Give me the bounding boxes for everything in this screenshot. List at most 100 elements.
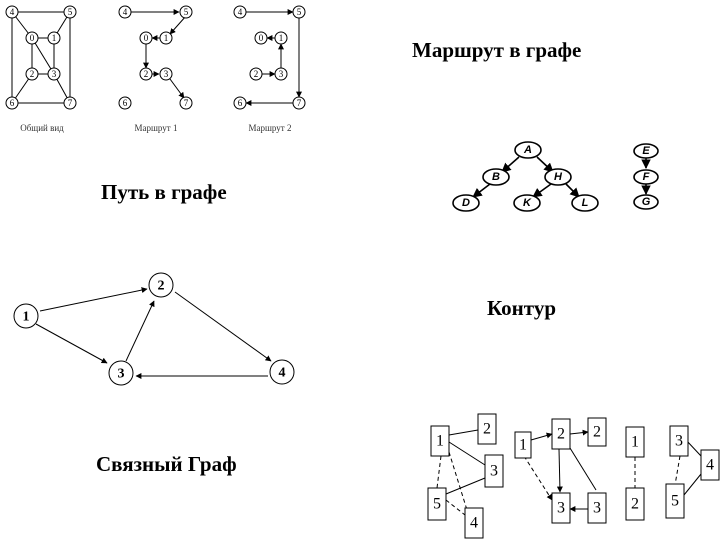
graph-node: 2 (25, 67, 39, 81)
tree-node: E (633, 143, 659, 159)
graph-node: 7 (292, 96, 306, 110)
graph-box: 5 (427, 487, 447, 521)
graph-node: 0 (254, 31, 268, 45)
graph-box: 3 (587, 492, 607, 524)
graph-node: 7 (179, 96, 193, 110)
caption-general: Общий вид (20, 123, 64, 133)
svg-text:2: 2 (483, 421, 491, 438)
graph-node: 6 (5, 96, 19, 110)
tree-node: D (452, 194, 480, 212)
graph-node: 3 (159, 67, 173, 81)
graph-node: 4 (5, 5, 19, 19)
svg-text:7: 7 (68, 98, 73, 108)
svg-text:F: F (643, 171, 650, 183)
svg-text:4: 4 (10, 7, 15, 17)
svg-text:3: 3 (593, 500, 601, 517)
tree-node: L (571, 194, 599, 212)
svg-text:D: D (462, 197, 470, 209)
small-graph-general (11, 11, 71, 104)
graph-node: 5 (292, 5, 306, 19)
graph-box: 2 (477, 413, 497, 445)
graph-box: 2 (551, 418, 571, 450)
svg-text:5: 5 (433, 496, 441, 513)
svg-text:5: 5 (297, 7, 302, 17)
box-group-2: 1 2 2 3 3 (514, 417, 607, 524)
graph-node: 4 (233, 5, 247, 19)
graph-node: 2 (249, 67, 263, 81)
graph-node: 6 (233, 96, 247, 110)
small-graph-route2-nodes: 4 5 0 1 2 3 6 7 (233, 5, 306, 110)
svg-text:5: 5 (184, 7, 189, 17)
svg-text:3: 3 (675, 433, 683, 450)
svg-text:3: 3 (118, 367, 125, 382)
graph-box: 3 (484, 454, 504, 488)
graph-box: 4 (700, 449, 720, 481)
graph-node: 1 (159, 31, 173, 45)
caption-route2: Маршрут 2 (249, 123, 292, 133)
small-graph-route1-nodes: 4 5 0 1 2 3 6 7 (118, 5, 193, 110)
svg-text:2: 2 (144, 69, 149, 79)
svg-text:3: 3 (52, 69, 57, 79)
svg-text:1: 1 (631, 434, 639, 451)
graph-node: 7 (63, 96, 77, 110)
svg-text:6: 6 (123, 98, 128, 108)
svg-text:4: 4 (238, 7, 243, 17)
small-graph-route2 (245, 9, 302, 106)
graph-node: 4 (118, 5, 132, 19)
cycle-title: Контур (487, 296, 556, 320)
svg-text:4: 4 (279, 366, 286, 381)
digraph-node: 2 (148, 272, 174, 298)
small-graph-general-nodes: 4 5 0 1 2 3 6 7 (5, 5, 77, 110)
path-title: Путь в графе (101, 180, 227, 204)
graph-node: 3 (274, 67, 288, 81)
svg-text:1: 1 (519, 437, 527, 454)
graph-box: 2 (587, 417, 607, 447)
svg-text:4: 4 (706, 457, 714, 474)
svg-text:7: 7 (297, 98, 302, 108)
tree-1-nodes: A B H D K L (452, 141, 599, 212)
svg-text:1: 1 (279, 33, 284, 43)
svg-text:0: 0 (30, 33, 35, 43)
route-title: Маршрут в графе (412, 38, 582, 62)
svg-text:L: L (582, 197, 589, 209)
svg-text:A: A (523, 144, 532, 156)
digraph-node: 3 (108, 360, 134, 386)
box-group-1: 1 2 3 5 4 (427, 413, 504, 539)
svg-text:2: 2 (593, 424, 601, 441)
digraph-node: 4 (269, 359, 295, 385)
svg-text:4: 4 (123, 7, 128, 17)
tree-node: F (633, 169, 659, 185)
graph-box: 1 (514, 431, 532, 459)
svg-text:4: 4 (470, 515, 478, 532)
svg-text:2: 2 (254, 69, 259, 79)
graph-node: 1 (47, 31, 61, 45)
svg-text:2: 2 (557, 426, 565, 443)
graph-box: 5 (665, 483, 685, 519)
svg-text:3: 3 (164, 69, 169, 79)
tree-2-nodes: E F G (633, 143, 659, 210)
graph-box: 2 (625, 487, 645, 521)
svg-text:2: 2 (631, 496, 639, 513)
tree-node: B (482, 168, 510, 186)
box-group-1-edges (436, 429, 486, 516)
svg-text:3: 3 (490, 463, 498, 480)
connected-title: Связный Граф (96, 452, 237, 476)
box-group-2-edges (523, 429, 597, 512)
svg-text:6: 6 (238, 98, 243, 108)
svg-text:0: 0 (144, 33, 149, 43)
svg-text:3: 3 (279, 69, 284, 79)
svg-text:3: 3 (557, 500, 565, 517)
graph-box: 1 (430, 425, 450, 457)
box-group-3: 1 3 4 2 5 (625, 425, 720, 521)
graph-node: 5 (179, 5, 193, 19)
svg-text:G: G (642, 196, 651, 208)
svg-text:5: 5 (68, 7, 73, 17)
tree-node: A (514, 141, 542, 159)
graph-box: 4 (464, 507, 484, 539)
graph-node: 6 (118, 96, 132, 110)
graph-node: 0 (25, 31, 39, 45)
svg-text:1: 1 (23, 310, 30, 325)
graph-node: 2 (139, 67, 153, 81)
svg-text:E: E (642, 145, 650, 157)
